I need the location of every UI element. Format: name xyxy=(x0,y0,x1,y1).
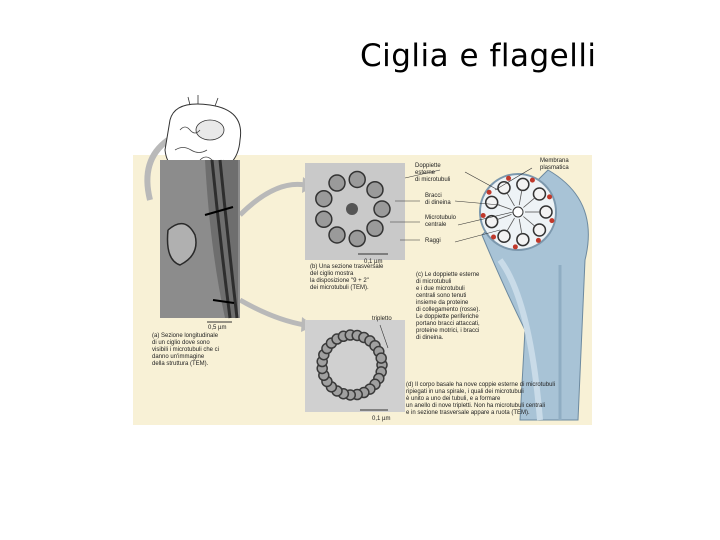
scale-bar-a: 0,5 µm xyxy=(208,325,227,331)
microtubule-unit xyxy=(375,352,387,364)
dynein-arm xyxy=(506,175,512,181)
dynein-arm xyxy=(549,218,555,224)
radial-spoke xyxy=(518,190,523,206)
radial-spoke xyxy=(518,218,523,234)
microtubule-unit xyxy=(484,195,499,210)
microtubule-unit xyxy=(497,181,511,195)
microtubule-unit xyxy=(315,189,333,208)
caption-c: (c) Le doppiette esterne di microtubuli … xyxy=(416,272,481,341)
radial-spoke xyxy=(506,217,515,232)
arrow-to-basal-body xyxy=(238,297,306,328)
triplet-ring-d xyxy=(316,329,388,401)
radial-spoke xyxy=(523,216,536,227)
microtubule-unit xyxy=(516,177,530,192)
microtubule-unit xyxy=(328,174,346,192)
caption-d: (d) Il corpo basale ha nove coppie ester… xyxy=(406,382,556,416)
label-plasma-membrane: Membrana plasmatica xyxy=(540,158,569,171)
dynein-arm xyxy=(480,212,486,218)
microtubule-unit xyxy=(532,187,547,201)
microtubule-unit xyxy=(366,180,384,199)
microtubule-unit xyxy=(532,223,547,237)
microtubule-unit xyxy=(373,200,391,218)
dynein-arm xyxy=(512,244,518,250)
arrow-cell-to-micrograph xyxy=(144,137,170,201)
microtubule-unit xyxy=(539,205,553,219)
label-central-microtubule: Microtubulo centrale xyxy=(425,215,457,228)
radial-spoke xyxy=(523,197,536,208)
microtubule-unit xyxy=(315,210,333,229)
dynein-arm xyxy=(547,194,553,200)
doublet-ring-b xyxy=(315,170,391,248)
caption-b: (b) Una sezione trasversale del ciglio m… xyxy=(310,264,384,291)
microtubule-unit xyxy=(484,214,499,229)
microtubule-unit xyxy=(348,170,366,189)
caption-a: (a) Sezione longitudinale di un ciglio d… xyxy=(152,333,220,367)
label-triplet: tripletto xyxy=(372,316,392,322)
scale-bar-d: 0,1 µm xyxy=(372,416,391,422)
radial-spoke xyxy=(506,192,515,207)
label-radial-spokes: Raggi xyxy=(425,238,441,244)
cilium-3d-model xyxy=(479,169,589,421)
label-outer-doublets: Doppiette esterne di microtubuli xyxy=(415,163,451,183)
dynein-arm xyxy=(529,177,535,183)
radial-spoke xyxy=(497,204,512,210)
microtubule-unit xyxy=(328,226,346,244)
arrow-to-cross-section xyxy=(238,181,306,217)
dynein-arm xyxy=(491,234,497,240)
label-dynein-arms: Bracci di dineina xyxy=(425,193,451,206)
scale-bar-b: 0,1 µm xyxy=(364,259,383,265)
dynein-arm xyxy=(486,189,492,195)
microtubule-unit xyxy=(516,232,530,247)
microtubule-unit xyxy=(497,229,511,243)
dynein-arm xyxy=(535,237,541,243)
slide-title: Ciglia e flagelli xyxy=(360,38,597,74)
microtubule-unit xyxy=(348,229,366,248)
radial-spoke xyxy=(497,214,512,220)
microtubule-unit xyxy=(366,219,384,238)
